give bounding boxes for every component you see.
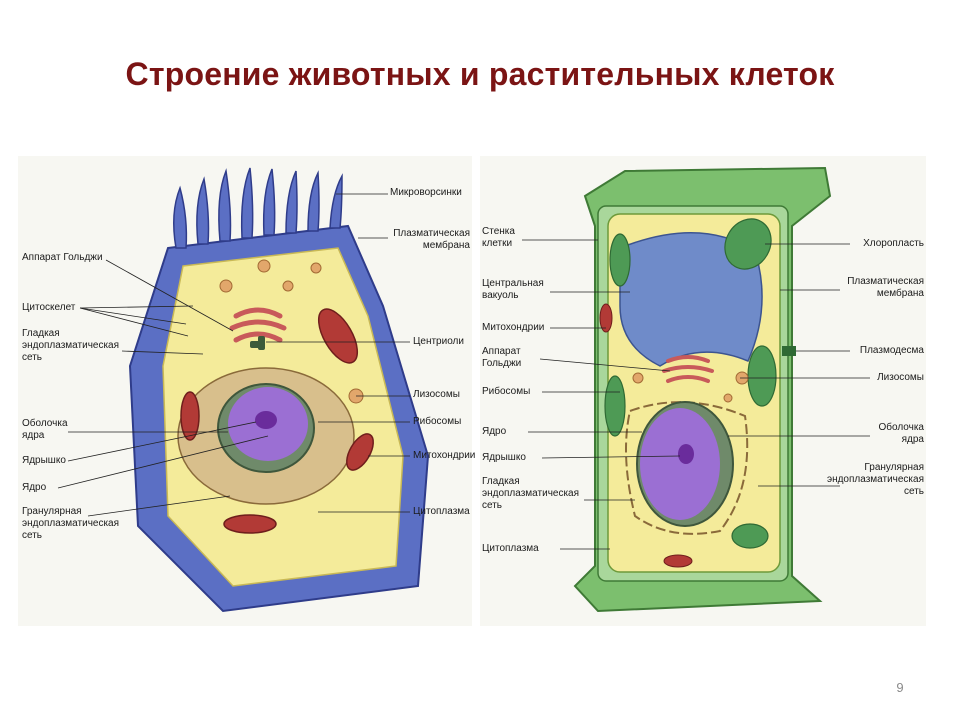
plant-cell-diagram: Стенка клетки Хлоропласть Центральная ва…: [480, 156, 926, 626]
animal-leader-lines: [57, 193, 410, 517]
plant-nucleus: [640, 408, 720, 520]
animal-nucleolus: [255, 411, 277, 429]
plant-cell-illustration: [522, 166, 870, 613]
microvilli-group: [173, 167, 343, 249]
label-golgi: Аппарат Гольджи: [22, 252, 103, 263]
label-plasma-membrane-plant: Плазматическая мембрана: [847, 276, 924, 299]
label-cell-wall: Стенка клетки: [482, 226, 515, 249]
label-cytoskeleton: Цитоскелет: [22, 302, 76, 313]
label-plasmodesma: Плазмодесма: [859, 345, 924, 356]
label-nucleolus: Ядрышко: [22, 455, 66, 466]
plant-leader-lines: [522, 239, 870, 550]
label-golgi-plant: Аппарат Гольджи: [482, 346, 522, 369]
label-chloroplast: Хлоропласть: [863, 238, 924, 249]
label-nuclear-envelope: Оболочка ядра: [22, 418, 68, 441]
animal-mitochondria-shapes: [180, 308, 374, 534]
page-number: 9: [896, 680, 904, 695]
plant-nucleolus: [678, 444, 694, 464]
plant-mitochondria-shapes: [599, 303, 693, 568]
label-nucleolus-plant: Ядрышко: [482, 452, 526, 463]
label-mitochondria: Митохондрии: [413, 450, 476, 461]
label-nuclear-envelope-plant: Оболочка ядра: [878, 422, 924, 445]
plant-plasmodesma-shape: [782, 346, 796, 356]
label-plasma-membrane: Плазматическая мембрана: [393, 228, 470, 251]
label-mitochondria-plant: Митохондрии: [482, 322, 545, 333]
label-lysosomes: Лизосомы: [413, 389, 460, 400]
label-ribosomes-plant: Рибосомы: [482, 386, 531, 397]
label-cytoplasm-plant: Цитоплазма: [482, 543, 539, 554]
label-nucleus: Ядро: [22, 482, 47, 493]
animal-cell-illustration: [57, 167, 430, 613]
label-cytoplasm: Цитоплазма: [413, 506, 470, 517]
label-nucleus-plant: Ядро: [482, 426, 507, 437]
label-ribosomes: Рибосомы: [413, 416, 462, 427]
label-smooth-er-plant: Гладкая эндоплазматическая сеть: [482, 476, 580, 511]
animal-centriole-shape: [250, 336, 265, 350]
animal-cell-diagram: Микроворсинки Плазматическая мембрана Ап…: [18, 156, 476, 626]
plant-central-vacuole: [619, 231, 763, 367]
plant-golgi-shape: [662, 355, 714, 383]
label-microvilli: Микроворсинки: [390, 187, 462, 198]
plant-rough-er-shape: [625, 401, 749, 535]
label-lysosome-plant: Лизосомы: [877, 372, 924, 383]
label-central-vacuole: Центральная вакуоль: [482, 278, 544, 301]
slide-title: Строение животных и растительных клеток: [125, 56, 835, 92]
plant-chloroplast-shapes: [604, 218, 777, 549]
label-smooth-er: Гладкая эндоплазматическая сеть: [22, 328, 120, 363]
animal-golgi-shape: [229, 307, 287, 343]
label-rough-er: Гранулярная эндоплазматическая сеть: [22, 506, 120, 541]
label-rough-er-plant: Гранулярная эндоплазматическая сеть: [826, 462, 924, 497]
label-centrioles: Центриоли: [413, 336, 464, 347]
